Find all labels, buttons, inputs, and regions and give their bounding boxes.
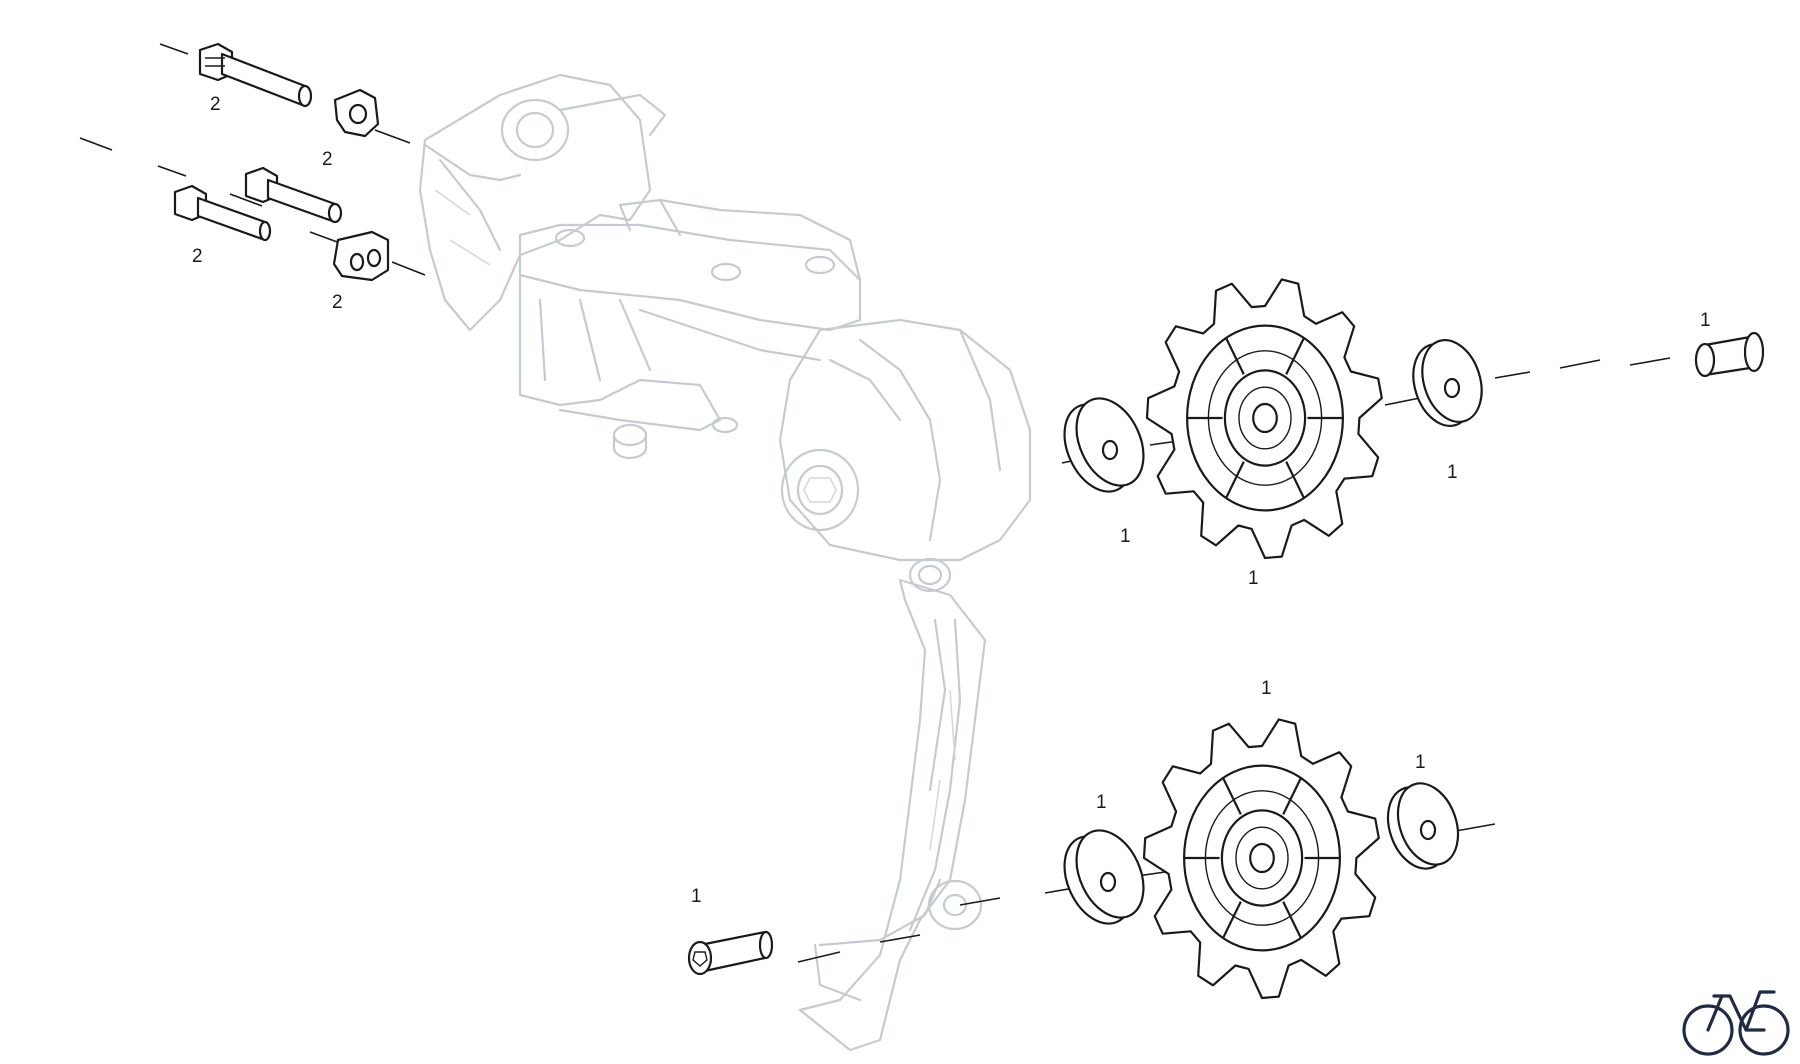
callout-pulley-upper: 1 xyxy=(1248,568,1259,589)
pulley-spoke xyxy=(1222,777,1242,815)
callout-pulley-lower: 1 xyxy=(1261,678,1272,699)
derailleur-body-ghost xyxy=(418,73,1032,1052)
callout-bolt-long: 2 xyxy=(210,94,221,115)
upper-pulley-pin xyxy=(1694,331,1765,378)
pulley-spoke xyxy=(1222,901,1242,939)
long-bolt xyxy=(198,42,313,108)
pulley-spoke xyxy=(1285,461,1305,499)
pulley-ring xyxy=(1238,386,1292,450)
callout-washer-lower-left: 1 xyxy=(1096,792,1107,813)
cable-clamp xyxy=(333,88,380,138)
pulley-spoke xyxy=(1282,901,1302,939)
callout-bolt-pair: 2 xyxy=(192,246,203,267)
upper-pulley xyxy=(1145,278,1383,560)
pulley-spoke xyxy=(1285,337,1305,375)
callout-washer-upper-right: 1 xyxy=(1447,462,1458,483)
callout-pin-upper: 1 xyxy=(1700,310,1711,331)
lower-pulley xyxy=(1142,718,1380,1000)
callout-labels: 2 2 2 2 1 1 1 1 1 1 1 1 xyxy=(192,94,1711,907)
pulley-ring xyxy=(1249,842,1275,874)
bolt-pair xyxy=(173,166,343,242)
callout-washer-lower-right: 1 xyxy=(1415,752,1426,773)
lower-pulley-pin xyxy=(687,930,774,976)
upper-outer-washer xyxy=(1412,339,1483,427)
callout-washer-upper-left: 1 xyxy=(1120,526,1131,547)
upper-inner-washer xyxy=(1063,397,1145,493)
lower-inner-washer xyxy=(1063,829,1145,925)
pulley-spoke xyxy=(1282,777,1302,815)
pulley-spoke xyxy=(1225,337,1245,375)
pulley-ring xyxy=(1252,402,1278,434)
callout-pin-lower: 1 xyxy=(691,886,702,907)
lower-outer-washer xyxy=(1386,782,1460,870)
callout-clamp-plate: 2 xyxy=(332,292,343,313)
clamp-plate xyxy=(332,230,390,282)
pulley-ring xyxy=(1235,826,1289,890)
bicycle-icon xyxy=(1682,990,1790,1056)
callout-cable-clamp: 2 xyxy=(322,149,333,170)
pulley-spoke xyxy=(1225,461,1245,499)
